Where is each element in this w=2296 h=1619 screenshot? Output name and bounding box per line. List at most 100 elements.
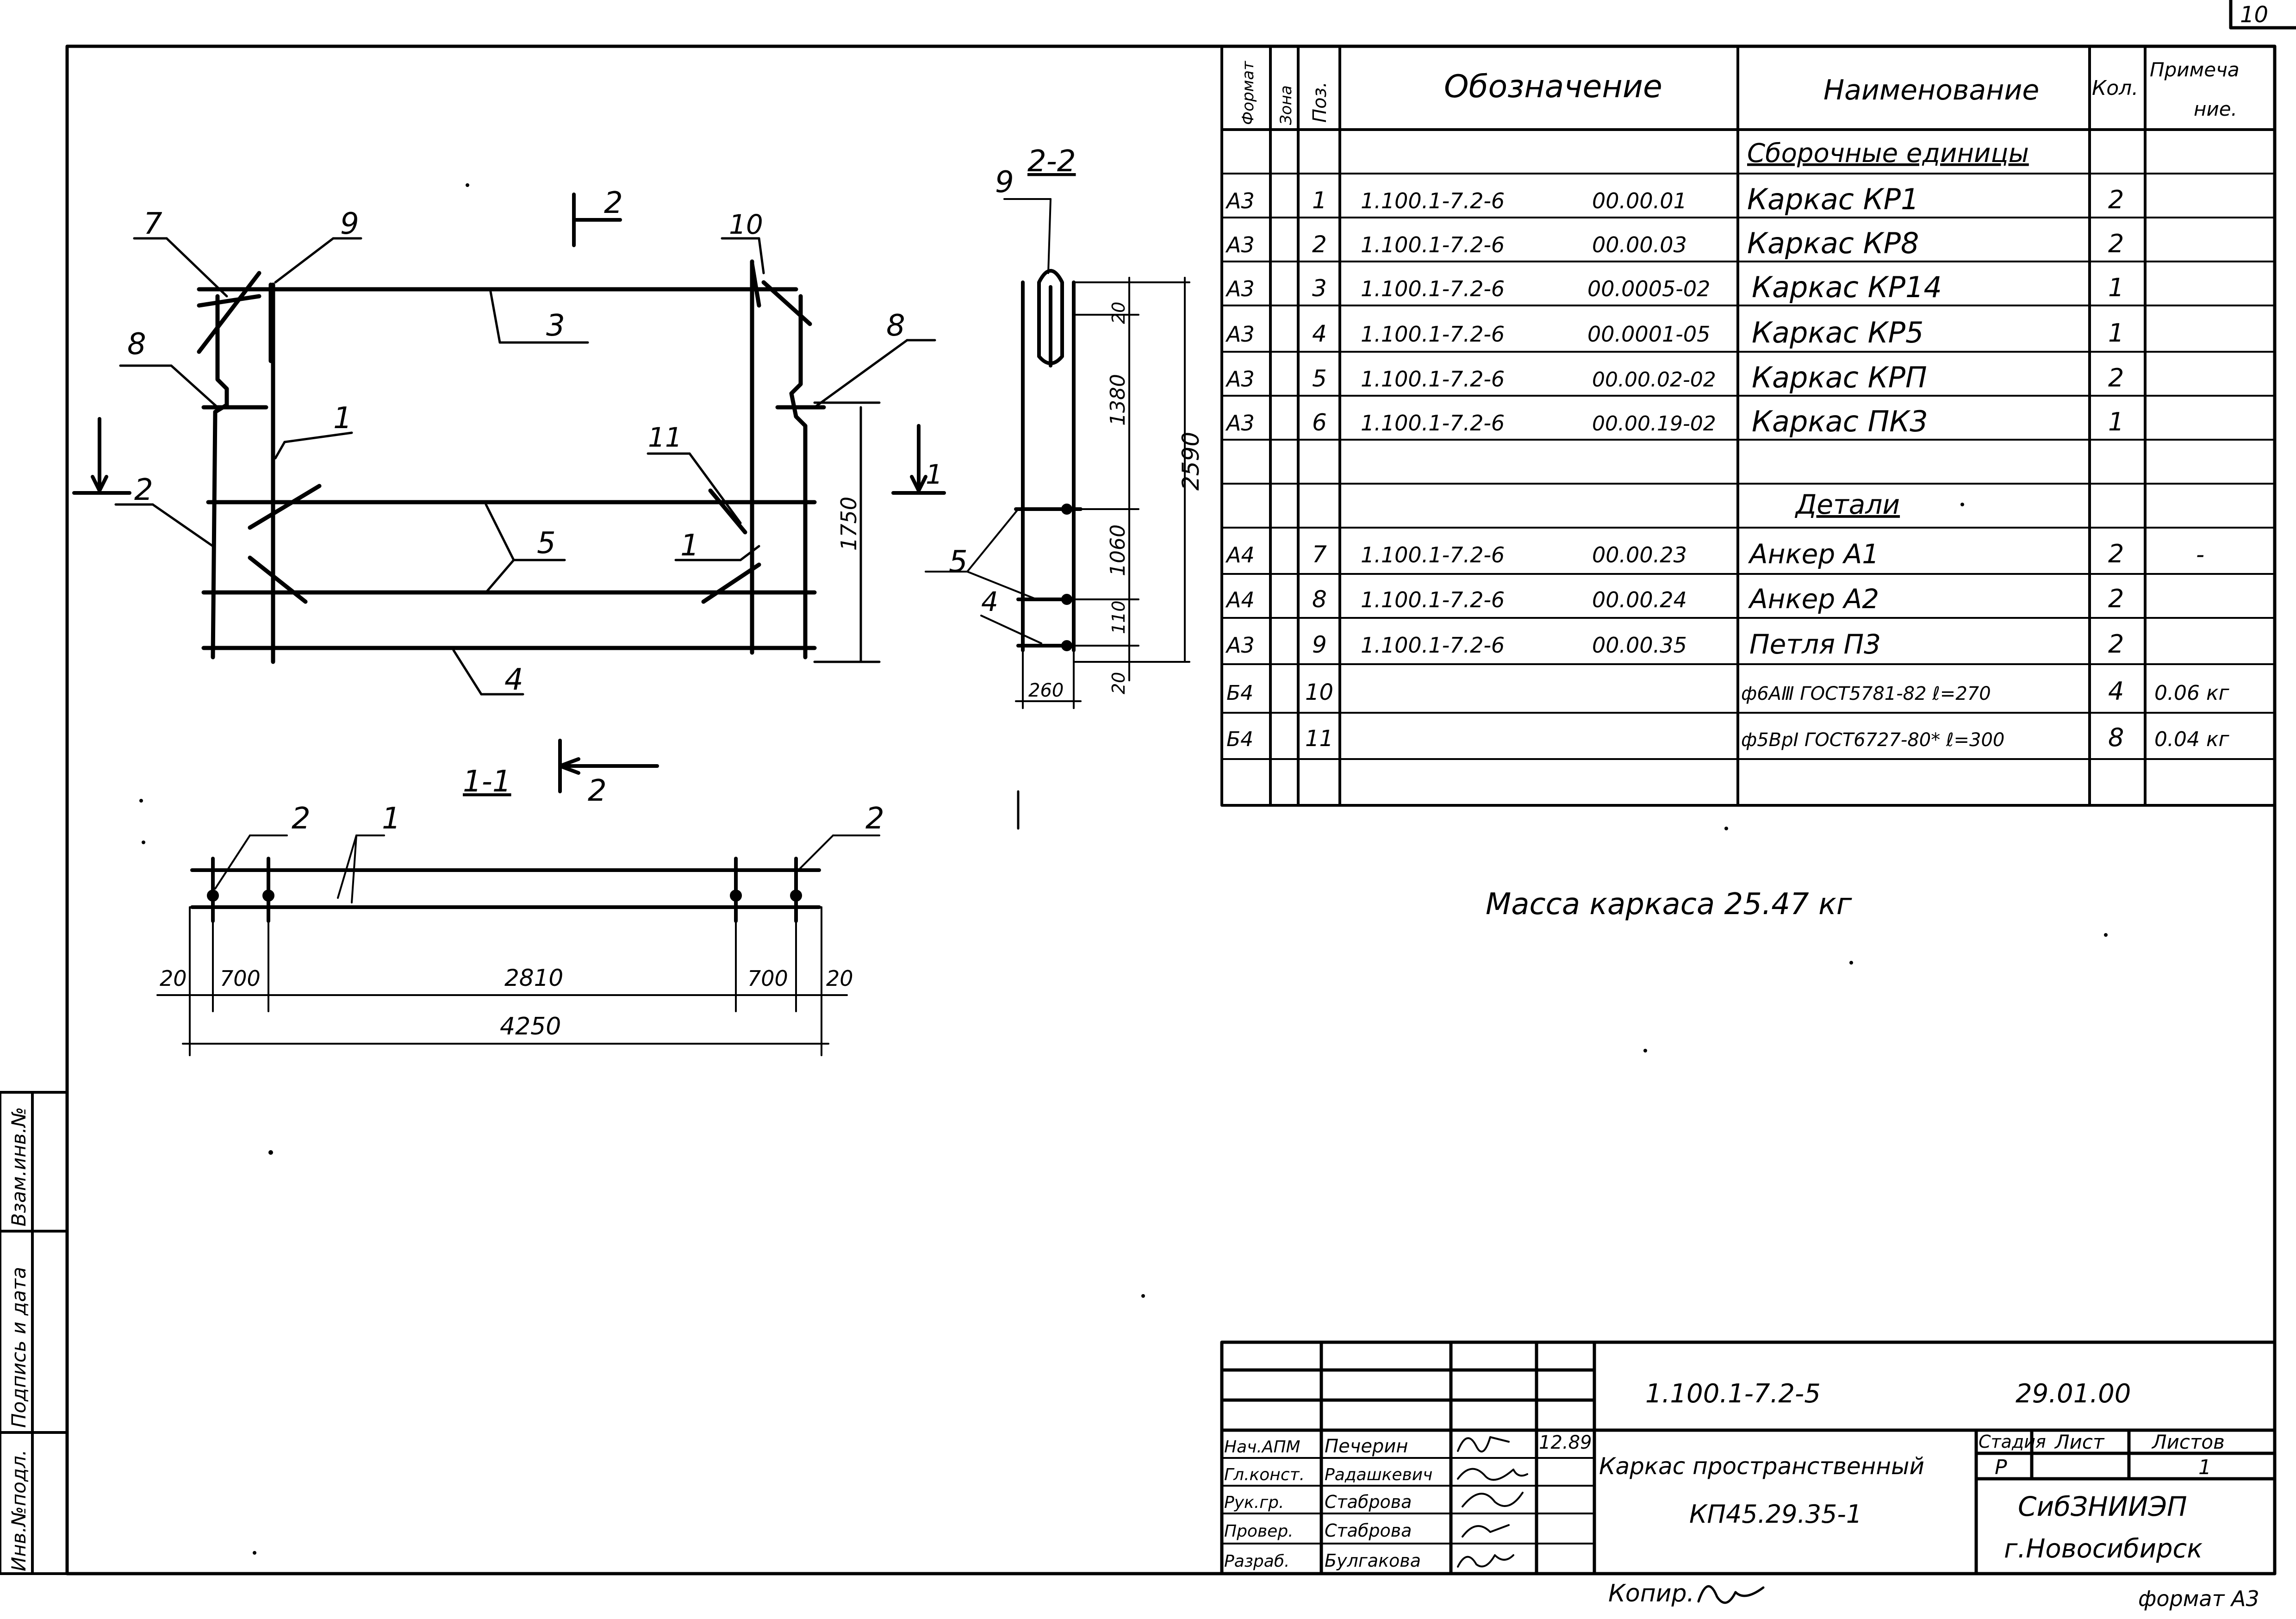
svg-text:1.100.1-7.2-6: 1.100.1-7.2-6 <box>1361 367 1505 392</box>
svg-text:8: 8 <box>127 327 146 361</box>
svg-text:1: 1 <box>382 802 401 836</box>
signatures <box>1457 1436 1528 1568</box>
spec-header-note-2: ние. <box>2194 98 2237 120</box>
spec-header-zone: Зона <box>1277 85 1295 125</box>
svg-text:Каркас КР14: Каркас КР14 <box>1752 270 1942 304</box>
title-date-code: 29.01.00 <box>2016 1379 2131 1409</box>
title-block-row-lines <box>1221 1457 1595 1544</box>
svg-text:Каркас КР5: Каркас КР5 <box>1752 316 1923 349</box>
section-1-1-view <box>190 857 821 923</box>
cut-mark-2-plan <box>558 739 659 793</box>
spec-row: А4 8 1.100.1-7.2-6 00.00.24 Анкер А2 2 <box>1225 583 2124 615</box>
svg-text:Нач.АПМ: Нач.АПМ <box>1224 1438 1300 1457</box>
svg-text:10: 10 <box>1305 679 1333 705</box>
svg-text:20: 20 <box>1108 672 1129 694</box>
svg-text:Разраб.: Разраб. <box>1224 1552 1289 1571</box>
side-stamp-inv-podl: Инв.№подл. <box>7 1450 30 1571</box>
svg-text:1.100.1-7.2-6: 1.100.1-7.2-6 <box>1361 232 1505 257</box>
svg-text:4: 4 <box>1312 320 1327 347</box>
svg-text:00.00.19-02: 00.00.19-02 <box>1592 412 1716 436</box>
svg-text:Стаброва: Стаброва <box>1325 1520 1412 1541</box>
side-stamp-podpis: Подпись и дата <box>7 1267 30 1428</box>
cut-mark-2-plan-label: 2 <box>588 774 607 808</box>
svg-text:1.100.1-7.2-6: 1.100.1-7.2-6 <box>1361 587 1505 612</box>
svg-text:Рук.гр.: Рук.гр. <box>1224 1493 1284 1512</box>
copied-label: Копир. <box>1608 1580 1694 1607</box>
svg-text:9: 9 <box>1312 631 1327 658</box>
section-2-2-view <box>1014 269 1083 652</box>
svg-text:1: 1 <box>2108 407 2124 436</box>
svg-text:00.00.35: 00.00.35 <box>1592 633 1687 658</box>
svg-text:1380: 1380 <box>1106 374 1130 426</box>
title-date-small: 12.89 <box>1539 1432 1592 1453</box>
section-1-1-dims <box>156 834 880 1056</box>
cut-mark-2-top-label: 2 <box>604 186 623 220</box>
svg-text:2: 2 <box>292 802 311 836</box>
spec-header-qty: Кол. <box>2092 76 2138 100</box>
svg-text:1.100.1-7.2-6: 1.100.1-7.2-6 <box>1361 276 1505 301</box>
cut-mark-2-top <box>572 193 622 247</box>
svg-text:Булгакова: Булгакова <box>1325 1551 1421 1571</box>
spec-section-details: Детали <box>1794 489 1900 520</box>
svg-text:1.100.1-7.2-6: 1.100.1-7.2-6 <box>1361 542 1505 567</box>
svg-text:Стаброва: Стаброва <box>1325 1492 1412 1512</box>
svg-text:1.100.1-7.2-6: 1.100.1-7.2-6 <box>1361 411 1505 436</box>
title-line-1: Каркас пространственный <box>1599 1453 1924 1480</box>
svg-text:5: 5 <box>1312 365 1327 392</box>
spec-row: А3 2 1.100.1-7.2-6 00.00.03 Каркас КР8 2 <box>1225 226 2124 260</box>
svg-text:1: 1 <box>680 529 699 563</box>
copied-signature <box>1697 1585 1765 1604</box>
svg-text:-: - <box>2196 541 2204 568</box>
svg-text:8: 8 <box>886 309 905 343</box>
main-elevation-view <box>197 259 826 664</box>
spec-row: А3 9 1.100.1-7.2-6 00.00.35 Петля П3 2 <box>1225 629 2124 660</box>
section-2-2-dims <box>925 198 1190 709</box>
spec-header-designation: Обозначение <box>1444 68 1662 105</box>
side-stamp <box>0 1091 68 1575</box>
svg-text:1: 1 <box>1312 187 1327 214</box>
title-roles: Нач.АПМ Печерин Гл.конст. Радашкевич Рук… <box>1224 1436 1432 1571</box>
svg-text:8: 8 <box>2108 723 2124 752</box>
svg-text:1750: 1750 <box>836 497 861 551</box>
svg-text:2: 2 <box>2108 539 2124 568</box>
svg-text:1: 1 <box>333 401 352 436</box>
svg-text:10: 10 <box>729 209 763 240</box>
svg-text:260: 260 <box>1028 680 1064 701</box>
svg-text:А4: А4 <box>1225 542 1255 567</box>
section-2-2-labels: 9 5 4 20 1380 1060 110 20 2590 260 <box>949 165 1204 701</box>
svg-text:А3: А3 <box>1225 276 1255 301</box>
svg-text:2590: 2590 <box>1177 432 1204 491</box>
spec-row: А3 3 1.100.1-7.2-6 00.0005-02 Каркас КР1… <box>1225 270 2124 304</box>
title-sheets-label: Листов <box>2151 1431 2225 1453</box>
spec-row: А3 1 1.100.1-7.2-6 00.00.01 Каркас КР1 2 <box>1225 182 2124 216</box>
svg-text:ф5ВрⅠ ГОСТ6727-80* ℓ=300: ф5ВрⅠ ГОСТ6727-80* ℓ=300 <box>1741 729 2004 751</box>
spec-row: А4 7 1.100.1-7.2-6 00.00.23 Анкер А1 2 - <box>1225 538 2204 570</box>
svg-text:2: 2 <box>865 802 884 836</box>
title-org-2: г.Новосибирск <box>2004 1534 2203 1564</box>
cut-mark-1-right <box>891 424 946 495</box>
svg-text:700: 700 <box>220 966 261 991</box>
svg-text:00.00.23: 00.00.23 <box>1592 542 1687 567</box>
spec-row: А3 4 1.100.1-7.2-6 00.0001-05 Каркас КР5… <box>1225 316 2124 349</box>
title-stage-label: Стадия <box>1979 1432 2046 1452</box>
title-sheet-label: Лист <box>2054 1431 2105 1453</box>
svg-text:0.04 кг: 0.04 кг <box>2154 728 2230 751</box>
svg-text:Анкер А2: Анкер А2 <box>1748 583 1879 615</box>
svg-text:00.0001-05: 00.0001-05 <box>1587 322 1710 347</box>
svg-text:6: 6 <box>1312 409 1327 436</box>
svg-text:Печерин: Печерин <box>1325 1436 1408 1457</box>
cut-mark-1-left <box>72 417 131 495</box>
spec-header-pos: Поз. <box>1309 81 1331 123</box>
svg-text:2810: 2810 <box>504 965 563 991</box>
svg-text:А3: А3 <box>1225 232 1255 257</box>
title-line-2: КП45.29.35-1 <box>1689 1500 1862 1529</box>
svg-text:20: 20 <box>826 966 853 991</box>
scan-specks <box>139 183 2108 1555</box>
svg-text:9: 9 <box>340 207 359 241</box>
page-number-corner: 10 <box>2240 2 2268 28</box>
svg-text:4: 4 <box>504 663 523 697</box>
svg-text:Петля П3: Петля П3 <box>1749 629 1881 660</box>
svg-text:00.00.03: 00.00.03 <box>1592 232 1687 257</box>
svg-text:11: 11 <box>648 422 682 453</box>
svg-text:ф6АⅢ ГОСТ5781-82 ℓ=270: ф6АⅢ ГОСТ5781-82 ℓ=270 <box>1741 683 1991 704</box>
